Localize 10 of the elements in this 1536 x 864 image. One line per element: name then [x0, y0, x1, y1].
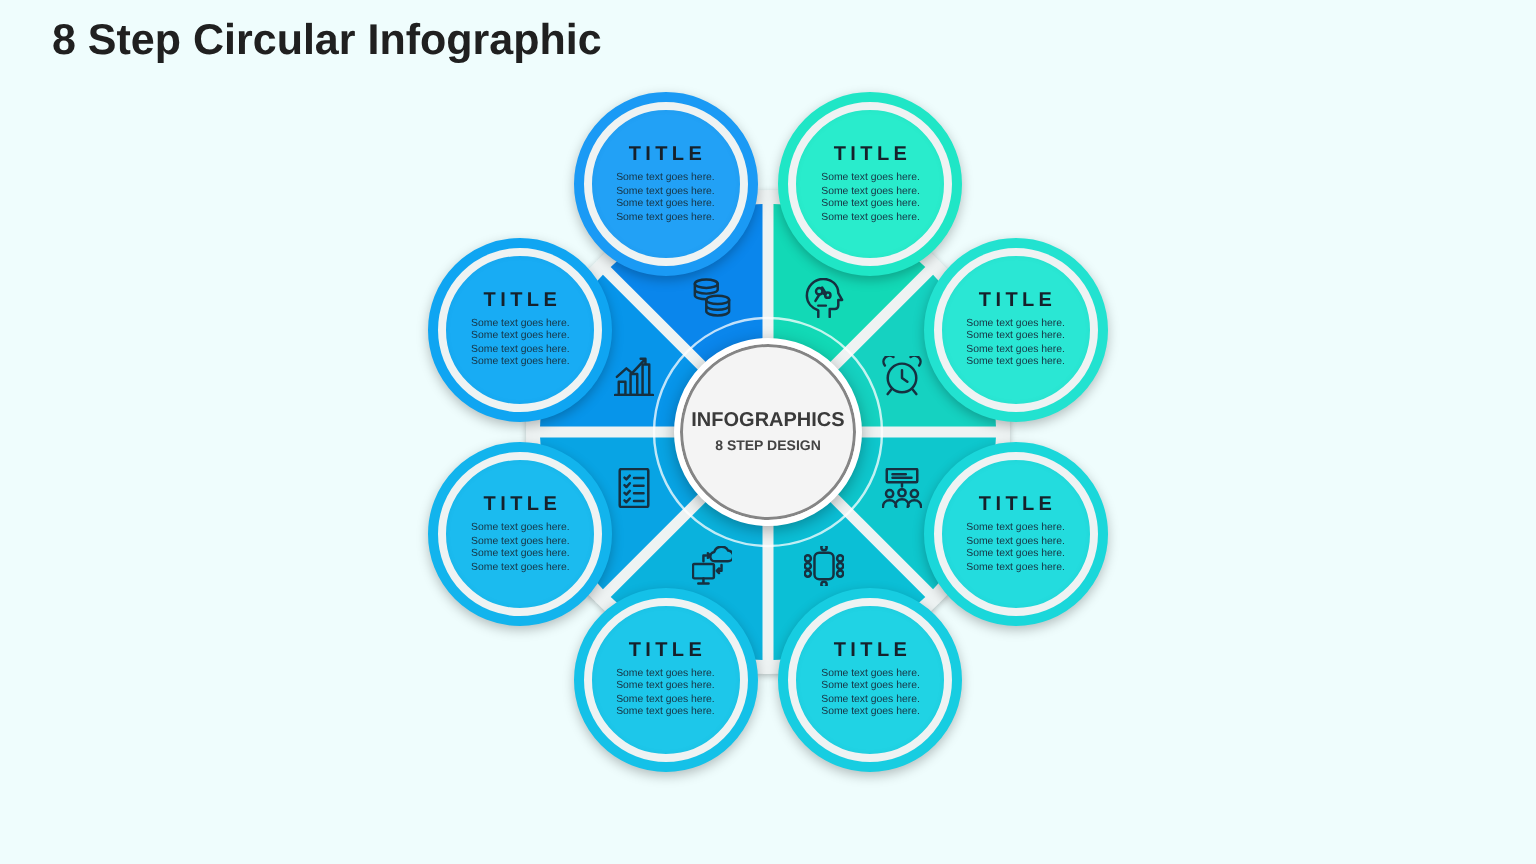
step-title: TITLE — [626, 639, 707, 664]
step-title: TITLE — [481, 289, 562, 314]
center-heading: INFOGRAPHICS — [691, 408, 845, 434]
step-title: TITLE — [831, 639, 912, 664]
step-title: TITLE — [626, 144, 707, 168]
step-title: TITLE — [481, 494, 562, 519]
page-title: 8 Step Circular Infographic — [52, 14, 602, 68]
step-title: TITLE — [831, 144, 912, 168]
step-title: TITLE — [976, 494, 1057, 519]
step-title: TITLE — [976, 289, 1057, 314]
